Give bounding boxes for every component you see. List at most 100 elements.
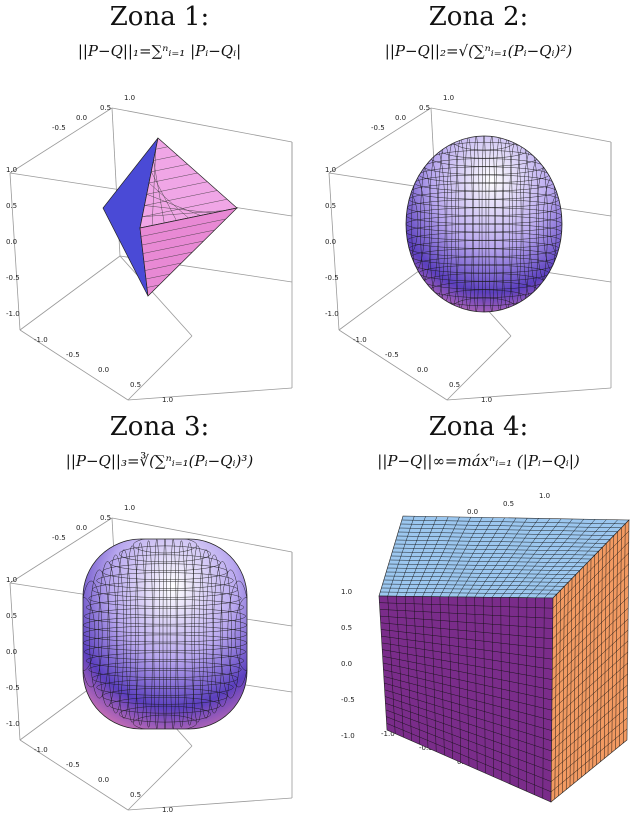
superellipsoid-plot: -0.50.00.51.01.00.50.0-0.5-1.0-1.0-0.50.…: [6, 504, 293, 814]
mesh-line: [607, 539, 611, 756]
mesh-line: [98, 561, 117, 707]
mesh-line: [184, 542, 195, 726]
mesh-line: [550, 728, 628, 792]
tick-label: 1.0: [341, 588, 352, 596]
tick-label: 1.0: [539, 492, 550, 500]
tick-label: 1.0: [162, 396, 173, 404]
mesh-line: [396, 535, 611, 540]
panel-zona-4: Zona 4: ||P−Q||∞=máxⁿᵢ₌₁ (|Pᵢ−Qᵢ|) -0.50…: [319, 410, 638, 820]
mesh-line: [551, 651, 628, 721]
mesh-line: [384, 696, 552, 752]
mesh-line: [615, 531, 618, 750]
mesh-line: [382, 662, 553, 701]
mesh-line: [383, 676, 552, 721]
mesh-line: [234, 596, 247, 672]
mesh-line: [491, 597, 494, 777]
tick-label: 0.5: [100, 104, 111, 112]
mesh-line: [96, 572, 234, 589]
box-edge: [119, 255, 193, 337]
mesh-line: [89, 569, 110, 699]
mesh-line: [549, 189, 562, 259]
mesh-line: [406, 215, 562, 233]
tick-label: 0.0: [76, 524, 87, 532]
tick-label: -1.0: [381, 730, 395, 738]
mesh-line: [465, 517, 517, 598]
mesh-line: [386, 723, 552, 793]
box-edge: [19, 739, 129, 811]
mesh-line: [116, 549, 132, 719]
mesh-line: [544, 519, 618, 599]
tick-label: -1.0: [34, 746, 48, 754]
tick-label: 1.0: [325, 166, 336, 174]
mesh-line: [500, 518, 562, 598]
mesh-line: [88, 590, 242, 607]
tick-label: 0.5: [419, 104, 430, 112]
mesh-line: [398, 531, 614, 536]
box-edge: [446, 335, 512, 401]
tick-label: 0.0: [98, 776, 109, 784]
mesh-line: [384, 689, 552, 742]
mesh-line: [119, 705, 211, 723]
octahedron-mesh: [140, 146, 228, 288]
mesh-line: [383, 669, 552, 711]
mesh-line: [534, 597, 536, 795]
mesh-line: [83, 616, 247, 634]
tick-label: 0.5: [449, 381, 460, 389]
mesh-line: [83, 596, 96, 672]
mesh-line: [483, 518, 539, 598]
tick-label: 0.5: [6, 612, 17, 620]
tick-label: 0.0: [325, 238, 336, 246]
mesh-line: [384, 682, 552, 731]
mesh-line: [227, 580, 247, 688]
mesh-line: [392, 551, 595, 556]
mesh-line: [102, 563, 228, 580]
mesh-line: [509, 597, 511, 785]
mesh-line: [146, 181, 208, 195]
mesh-line: [611, 535, 615, 753]
tick-label: -0.5: [325, 274, 339, 282]
mesh-line: [144, 190, 218, 206]
tick-label: 1.0: [6, 576, 17, 584]
mesh-line: [155, 146, 168, 150]
mesh-line: [119, 545, 211, 563]
tick-label: 0.0: [6, 648, 17, 656]
tick-label: -1.0: [325, 310, 339, 318]
mesh-line: [386, 716, 552, 782]
mesh-line: [151, 164, 188, 172]
mesh-line: [96, 679, 234, 696]
tick-label: 1.0: [481, 396, 492, 404]
tick-label: 0.0: [98, 366, 109, 374]
mesh-line: [146, 284, 160, 288]
tick-label: 0.5: [100, 514, 111, 522]
tick-label: 0.5: [6, 202, 17, 210]
box-edge: [9, 172, 21, 331]
box-edge: [9, 517, 113, 584]
mesh-line: [542, 597, 545, 799]
panel-title: Zona 3:: [109, 412, 210, 442]
tick-label: -1.0: [353, 336, 367, 344]
tick-label: -0.5: [419, 744, 433, 752]
mesh-line: [142, 210, 225, 217]
mesh-line: [144, 540, 153, 728]
mesh-line: [551, 695, 628, 762]
box-edge: [19, 329, 129, 401]
tick-label: 1.0: [443, 94, 454, 102]
box-edge: [338, 329, 448, 401]
tick-label: 0.5: [503, 500, 514, 508]
mesh-line: [526, 519, 596, 598]
tick-label: -1.0: [34, 336, 48, 344]
panel-formula: ||P−Q||₃=∛(∑ⁿᵢ₌₁(Pᵢ−Qᵢ)³): [65, 452, 254, 470]
mesh-line: [83, 625, 247, 643]
box-edge: [127, 797, 293, 811]
octahedron-plot: -0.50.00.51.01.00.50.0-0.5-1.0-1.0-0.50.…: [6, 94, 293, 404]
mesh-line: [83, 580, 103, 688]
mesh-line: [205, 554, 223, 714]
tick-label: 1.0: [124, 504, 135, 512]
tick-label: 0.0: [467, 508, 478, 516]
mesh-line: [107, 554, 125, 714]
mesh-line: [603, 543, 607, 759]
box-edge: [9, 107, 113, 174]
box-edge: [430, 107, 612, 143]
panel-title: Zona 1:: [109, 2, 210, 32]
